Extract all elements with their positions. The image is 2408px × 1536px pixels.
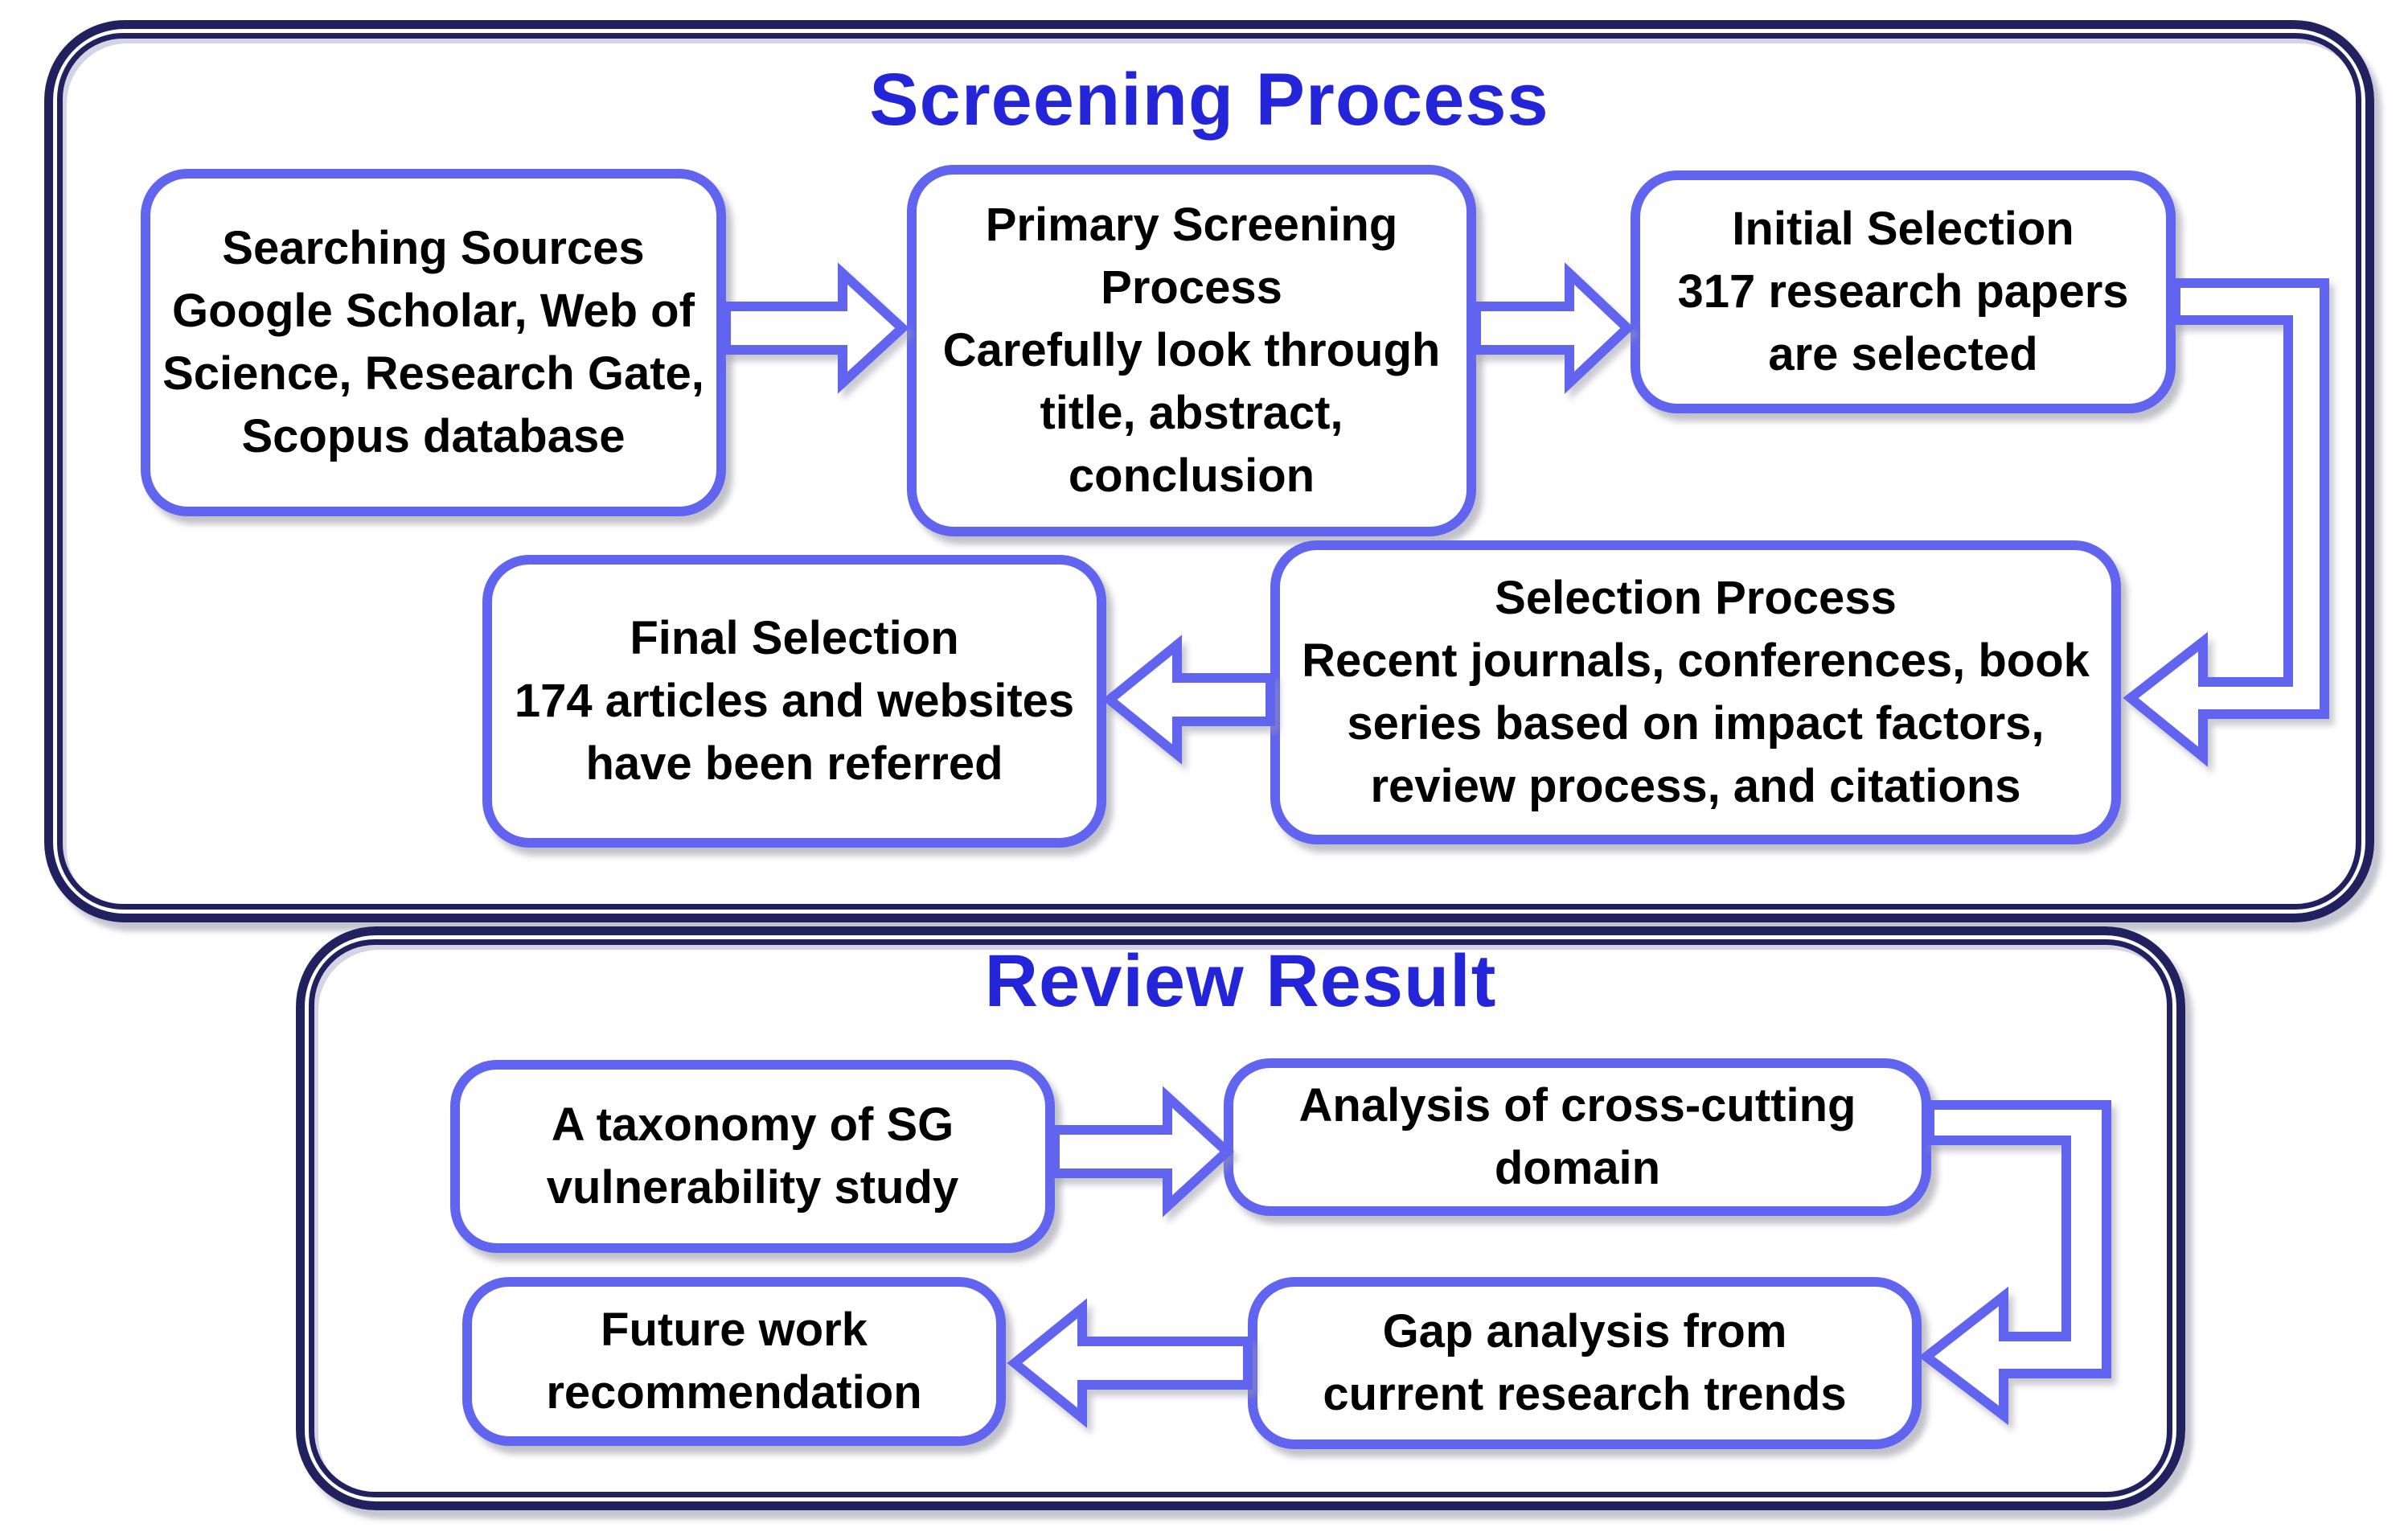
box-final-selection: Final Selection 174 articles and website… [482, 555, 1106, 848]
box-selection-process: Selection Process Recent journals, confe… [1270, 540, 2121, 844]
box-analysis-cross-cutting: Analysis of cross-cutting domain [1224, 1058, 1931, 1216]
arrow-selection-to-final-icon [1101, 635, 1275, 765]
box-future-work: Future work recommendation [462, 1277, 1006, 1446]
arrow-searching-to-primary-icon [721, 262, 909, 394]
box-searching-sources: Searching Sources Google Scholar, Web of… [141, 169, 726, 516]
screening-process-title: Screening Process [869, 59, 1549, 141]
box-primary-screening: Primary Screening Process Carefully look… [907, 165, 1476, 536]
screening-process-panel [44, 20, 2374, 922]
box-taxonomy: A taxonomy of SG vulnerability study [450, 1060, 1055, 1253]
arrow-primary-to-initial-icon [1471, 262, 1635, 394]
arrow-initial-to-selection-elbow-icon [2123, 278, 2329, 767]
arrow-analysis-to-gap-elbow-icon [1918, 1100, 2111, 1426]
box-initial-selection: Initial Selection 317 research papers ar… [1631, 170, 2176, 413]
box-gap-analysis: Gap analysis from current research trend… [1248, 1277, 1922, 1449]
arrow-gap-to-future-icon [1007, 1298, 1253, 1428]
review-result-title: Review Result [984, 940, 1497, 1022]
review-result-panel [296, 926, 2185, 1510]
arrow-taxonomy-to-analysis-icon [1050, 1086, 1234, 1218]
